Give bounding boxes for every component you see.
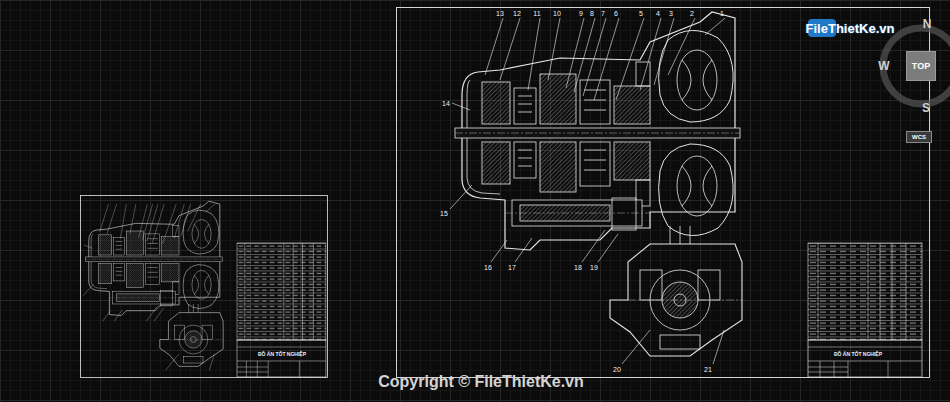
callout-number: 9 <box>579 10 583 17</box>
callout-number: 15 <box>440 210 448 217</box>
callout-number: 21 <box>704 366 712 373</box>
title-block-text: ĐỒ ÁN TỐT NGHIỆP <box>834 352 882 357</box>
watermark: Copyright © FileThietKe.vn <box>378 374 584 390</box>
callout-number: 12 <box>513 10 521 17</box>
callout-number: 3 <box>669 10 673 17</box>
callout-number: 8 <box>590 10 594 17</box>
logo-text: FileThietKe.vn <box>806 22 895 35</box>
title-block-text: ĐỒ ÁN TỐT NGHIỆP <box>258 352 306 357</box>
callout-number: 1 <box>720 10 724 17</box>
callout-number: 6 <box>614 10 618 17</box>
callout-number: 18 <box>574 264 582 271</box>
node-text: TOP <box>912 62 930 71</box>
compass-letter: S <box>922 102 930 114</box>
callout-number: 16 <box>484 264 492 271</box>
callout-number: 10 <box>553 10 561 17</box>
callout-number: 11 <box>533 10 540 17</box>
callout-number: 13 <box>496 10 504 17</box>
callout-number: 17 <box>508 264 516 271</box>
callout-number: 2 <box>690 10 694 17</box>
callout-number: 5 <box>639 10 643 17</box>
compass-letter: W <box>878 60 889 72</box>
callout-number: 14 <box>442 100 450 107</box>
node-text: WCS <box>912 134 926 140</box>
view-cube: TOP <box>906 51 936 81</box>
wcs-badge: WCS <box>906 131 932 143</box>
compass-letter: N <box>923 18 932 30</box>
callout-number: 19 <box>590 264 598 271</box>
callout-number: 4 <box>656 10 660 17</box>
callout-number: 7 <box>601 10 605 17</box>
callout-number: 20 <box>613 366 621 373</box>
